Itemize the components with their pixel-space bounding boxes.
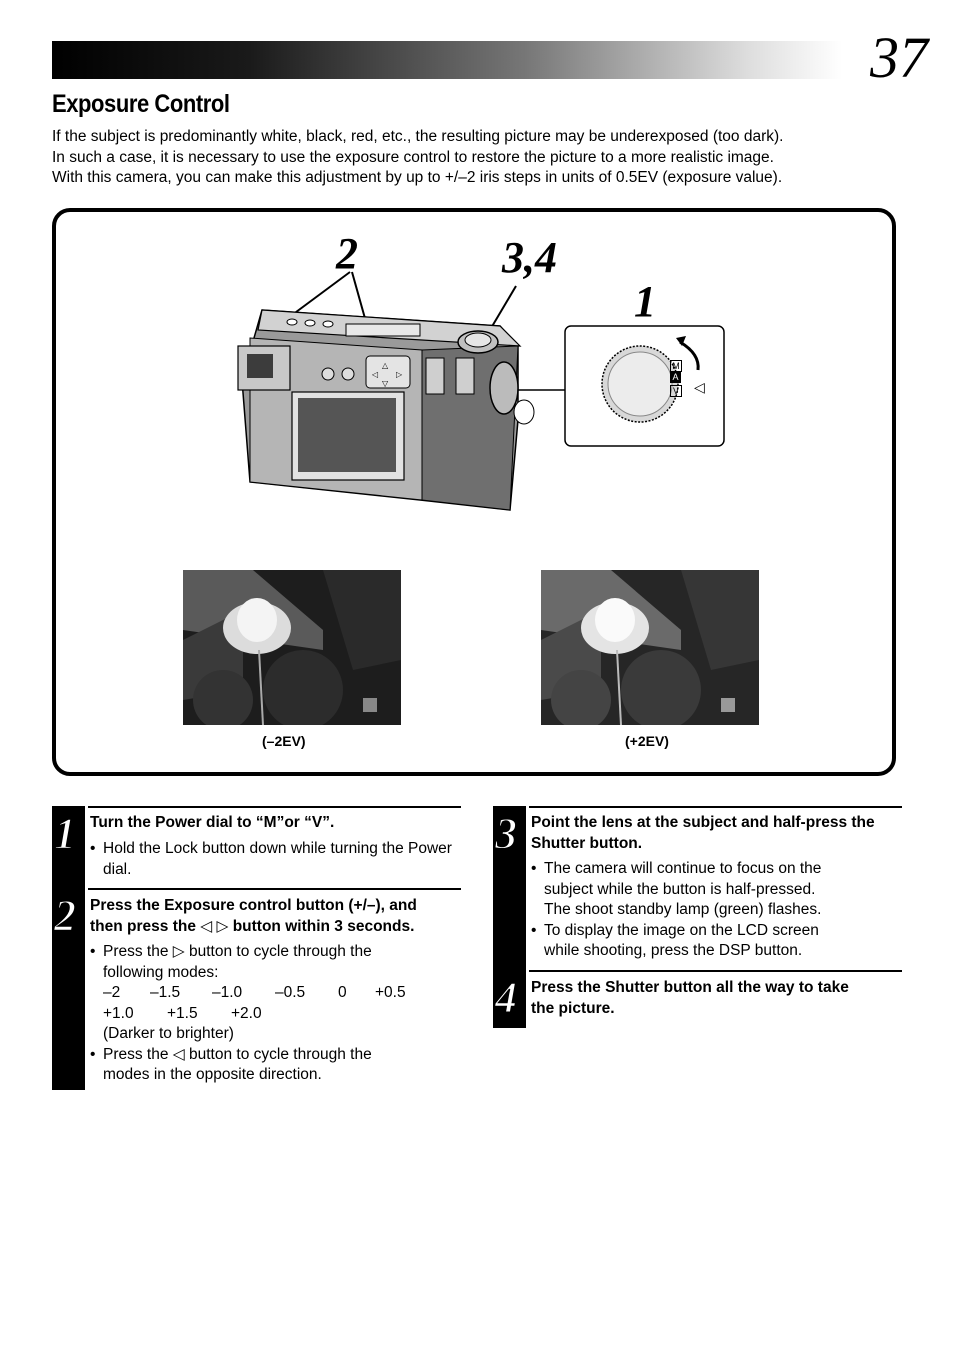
step-1-heading: Turn the Power dial to “M”or “V”.	[90, 814, 335, 831]
step-2-rule	[88, 888, 461, 890]
dial-label-v: V	[670, 385, 682, 397]
step-2-heading-line: Press the Exposure control button (+/–),…	[90, 897, 417, 914]
section-title: Exposure Control	[52, 90, 230, 118]
step-4-heading-line: Press the Shutter button all the way to …	[531, 979, 849, 996]
step-1-number: 1	[53, 809, 77, 858]
step-2-bullet-2-line: modes in the opposite direction.	[103, 1066, 322, 1083]
step-2-bullet-1-line: Press the ▷ button to cycle through the	[103, 943, 372, 960]
step-3-rule	[529, 806, 902, 808]
modes-row-1: –2 –1.5 –1.0 –0.5 0 +0.5	[103, 983, 460, 1004]
mode-value: +1.0	[103, 1004, 134, 1022]
svg-text:◁: ◁	[694, 380, 705, 396]
modes-note: (Darker to brighter)	[103, 1025, 234, 1042]
step-4-heading: Press the Shutter button all the way to …	[531, 977, 903, 1019]
step-4-heading-line: the picture.	[531, 1000, 615, 1017]
step-3-bullet-1-line: The shoot standby lamp (green) flashes.	[544, 901, 822, 918]
step-2-bullet-2-line: Press the ◁ button to cycle through the	[103, 1045, 372, 1063]
dial-label-a: A	[670, 372, 681, 383]
step-2-body: Press the ▷ button to cycle through the …	[90, 942, 460, 1086]
step-2-heading-line: then press the ◁ ▷ button within 3 secon…	[90, 918, 415, 935]
modes-row-2: +1.0 +1.5 +2.0	[103, 1004, 460, 1025]
photo-minus-2ev	[183, 570, 401, 725]
mode-value: +1.5	[167, 1004, 198, 1022]
photo-plus-2ev	[541, 570, 759, 725]
step-3-body: The camera will continue to focus on the…	[531, 859, 903, 962]
step-3-bullet-2-line: To display the image on the LCD screen	[544, 921, 819, 939]
step-1-bullet: Hold the Lock button down while turning …	[90, 839, 460, 880]
step-1-body: Hold the Lock button down while turning …	[90, 839, 460, 880]
figure-frame	[52, 208, 896, 776]
callout-2: 2	[336, 229, 358, 278]
mode-value: 0	[338, 984, 347, 1001]
mode-value: +2.0	[231, 1004, 262, 1022]
caption-minus-2ev: (–2EV)	[262, 733, 306, 749]
intro-line: With this camera, you can make this adju…	[52, 169, 783, 186]
callout-1: 1	[634, 277, 656, 326]
step-4-rule	[529, 970, 902, 972]
callout-3-4: 3,4	[502, 233, 557, 282]
step-3-bullet-1: The camera will continue to focus on the…	[531, 859, 903, 921]
step-3-bullet-2: To display the image on the LCD screen w…	[531, 921, 903, 962]
svg-text:▷: ▷	[396, 370, 403, 379]
intro-line: In such a case, it is necessary to use t…	[52, 148, 774, 166]
step-badge-left	[52, 806, 85, 1090]
step-3-number: 3	[494, 809, 518, 858]
step-3-bullet-2-line: while shooting, press the DSP button.	[544, 942, 803, 959]
page-number: 37	[870, 25, 928, 90]
dial-label-m: M	[670, 360, 682, 372]
step-1-rule	[88, 806, 461, 808]
step-2-bullet-2: Press the ◁ button to cycle through the …	[90, 1045, 460, 1086]
mode-value: –1.5	[150, 984, 181, 1001]
step-2-bullet-1: Press the ▷ button to cycle through the …	[90, 942, 460, 1045]
step-3-bullet-1-line: subject while the button is half-pressed…	[544, 880, 816, 898]
mode-value: –0.5	[275, 984, 306, 1001]
camera-illustration: △ ◁ ▷ ▽ ◁	[237, 271, 725, 511]
caption-plus-2ev: (+2EV)	[625, 733, 669, 749]
step-3-bullet-1-line: The camera will continue to focus on the	[544, 860, 822, 877]
intro-paragraph: If the subject is predominantly white, b…	[52, 127, 922, 189]
mode-value: –1.0	[212, 984, 243, 1001]
step-2-heading: Press the Exposure control button (+/–),…	[90, 895, 460, 937]
step-4-number: 4	[494, 973, 518, 1022]
svg-text:△: △	[382, 361, 389, 370]
step-2-bullet-1-line: following modes:	[103, 963, 219, 981]
step-3-heading-line: Shutter button.	[531, 835, 643, 852]
svg-text:▽: ▽	[382, 379, 389, 388]
header-gradient-bar	[52, 41, 842, 79]
mode-value: +0.5	[375, 984, 406, 1001]
mode-value: –2	[103, 984, 121, 1001]
step-3-heading: Point the lens at the subject and half-p…	[531, 812, 903, 854]
intro-line: If the subject is predominantly white, b…	[52, 128, 784, 145]
svg-text:◁: ◁	[371, 370, 378, 379]
step-2-number: 2	[53, 891, 77, 940]
step-badge-right	[493, 806, 526, 1028]
step-3-heading-line: Point the lens at the subject and half-p…	[531, 814, 875, 831]
